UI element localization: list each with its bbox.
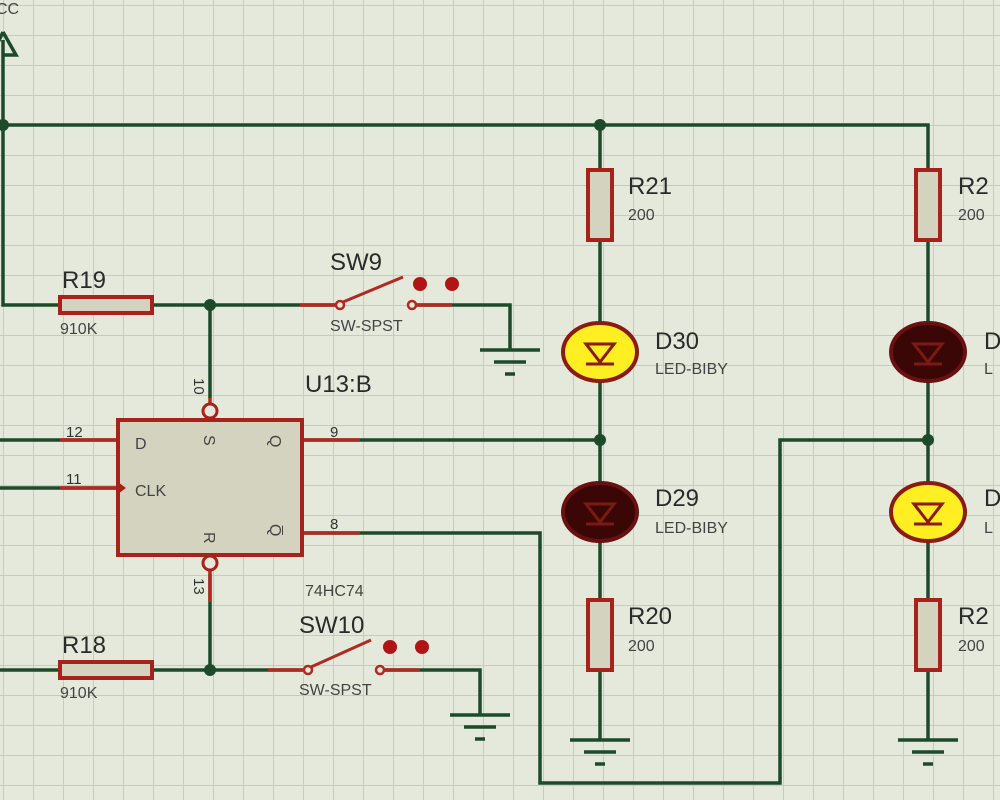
diode-icon [910, 342, 946, 366]
resistor-ref: R21 [628, 173, 672, 200]
resistor-r19[interactable]: R19 910K [58, 267, 154, 338]
led-ref: D [984, 485, 1000, 512]
diode-icon [582, 342, 618, 366]
junctions [0, 119, 934, 676]
led-right-bottom[interactable]: D L [889, 481, 1000, 543]
switch-part: SW-SPST [299, 682, 372, 699]
pin-q-label: Q [266, 435, 283, 447]
ground-icon [450, 713, 510, 741]
led-ref: D [984, 328, 1000, 355]
resistor-value: 910K [60, 321, 98, 338]
resistor-ref: R20 [628, 603, 672, 630]
resistor-value: 910K [60, 685, 98, 702]
chip-part: 74HC74 [305, 583, 364, 600]
resistor-right-bottom[interactable]: R2 200 [914, 598, 989, 672]
led-part: LED-BIBY [655, 520, 728, 537]
pin-clk-label: CLK [135, 483, 166, 500]
pin-number: 10 [190, 378, 207, 395]
switch-sw10[interactable]: SW10 SW-SPST [268, 612, 429, 699]
pin-number: 8 [330, 516, 338, 533]
diode-icon [582, 502, 618, 526]
clock-triangle-icon [118, 482, 126, 494]
led-ref: D29 [655, 485, 699, 512]
resistor-ref: R2 [958, 603, 989, 630]
resistor-value: 200 [628, 207, 655, 224]
switch-toggle-button[interactable] [415, 640, 429, 654]
pin-r-label: R [200, 532, 217, 544]
pin-number: 9 [330, 424, 338, 441]
led-ref: D30 [655, 328, 699, 355]
led-part: LED-BIBY [655, 361, 728, 378]
ground-icon [898, 738, 958, 766]
resistor-r18[interactable]: R18 910K [58, 632, 154, 702]
resistor-value: 200 [958, 207, 985, 224]
resistor-right-top[interactable]: R2 200 [914, 168, 989, 242]
switch-ref: SW10 [299, 612, 364, 639]
led-right-top[interactable]: D L [889, 321, 1000, 383]
vcc-terminal[interactable]: CC [0, 1, 19, 57]
switch-toggle-button[interactable] [445, 277, 459, 291]
resistor-ref: R2 [958, 173, 989, 200]
pin-s-label: S [200, 435, 217, 446]
led-d30[interactable]: D30 LED-BIBY [561, 321, 728, 383]
pin-number: 13 [190, 578, 207, 595]
led-part: L [984, 520, 993, 537]
power-arrow-icon [0, 31, 19, 57]
pin-number: 11 [66, 471, 82, 488]
reset-inversion-bubble [201, 554, 219, 572]
flip-flop-u13b[interactable]: U13:B 74HC74 D CLK S R Q Q̅ 12 11 10 13 … [60, 371, 372, 602]
switch-toggle-button[interactable] [413, 277, 427, 291]
chip-ref: U13:B [305, 371, 372, 398]
ground-icon [480, 348, 540, 376]
led-d29[interactable]: D29 LED-BIBY [561, 481, 728, 543]
set-inversion-bubble [201, 402, 219, 420]
pin-qbar-label: Q̅ [266, 524, 284, 536]
resistor-r20[interactable]: R20 200 [586, 598, 672, 672]
switch-toggle-button[interactable] [383, 640, 397, 654]
switch-part: SW-SPST [330, 318, 403, 335]
resistor-ref: R19 [62, 267, 106, 294]
resistor-value: 200 [628, 638, 655, 655]
resistor-value: 200 [958, 638, 985, 655]
diode-icon [910, 502, 946, 526]
vcc-label: CC [0, 1, 19, 18]
pin-number: 12 [66, 424, 83, 441]
switch-ref: SW9 [330, 249, 382, 276]
resistor-r21[interactable]: R21 200 [586, 168, 672, 242]
switch-sw9[interactable]: SW9 SW-SPST [300, 249, 459, 335]
led-part: L [984, 361, 993, 378]
ground-icon [570, 738, 630, 766]
pin-d-label: D [135, 436, 147, 453]
resistor-ref: R18 [62, 632, 106, 659]
